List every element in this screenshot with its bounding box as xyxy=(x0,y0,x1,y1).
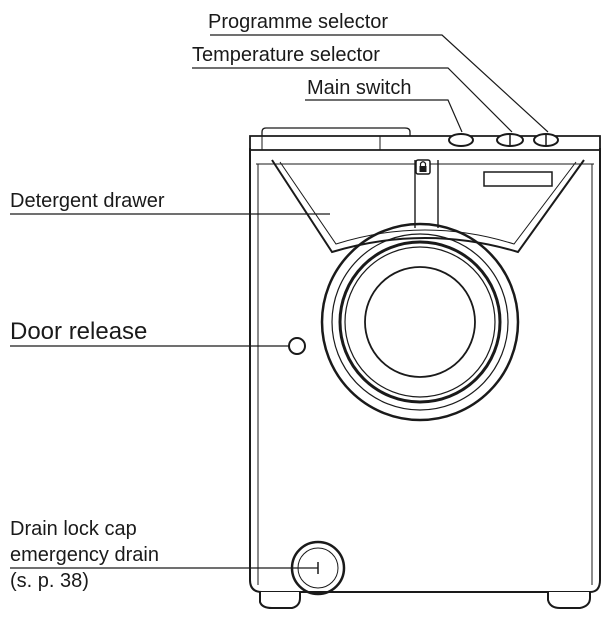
programme-selector-label: Programme selector xyxy=(208,11,389,33)
temperature-selector-label: Temperature selector xyxy=(192,44,380,66)
detergent-drawer xyxy=(271,159,585,254)
drain-lock-cap-line2: emergency drain xyxy=(10,544,159,566)
padlock-icon xyxy=(415,159,431,175)
main-switch-knob[interactable] xyxy=(448,133,474,147)
door[interactable] xyxy=(320,222,520,422)
programme-selector-knob[interactable] xyxy=(533,133,559,147)
drain-lock-cap-line1: Drain lock cap xyxy=(10,518,137,540)
machine-body xyxy=(249,127,601,593)
main-switch-label: Main switch xyxy=(307,77,412,99)
door-release-button[interactable] xyxy=(288,337,306,355)
leader-lines xyxy=(10,34,549,569)
temperature-selector-knob[interactable] xyxy=(496,133,524,147)
drain-lock-cap-label: Drain lock cap emergency drain (s. p. 38… xyxy=(10,516,159,594)
detergent-drawer-label: Detergent drawer xyxy=(10,190,165,212)
door-release-label: Door release xyxy=(10,318,148,345)
drain-lock-cap-line3: (s. p. 38) xyxy=(10,570,89,592)
machine-feet xyxy=(259,592,591,609)
